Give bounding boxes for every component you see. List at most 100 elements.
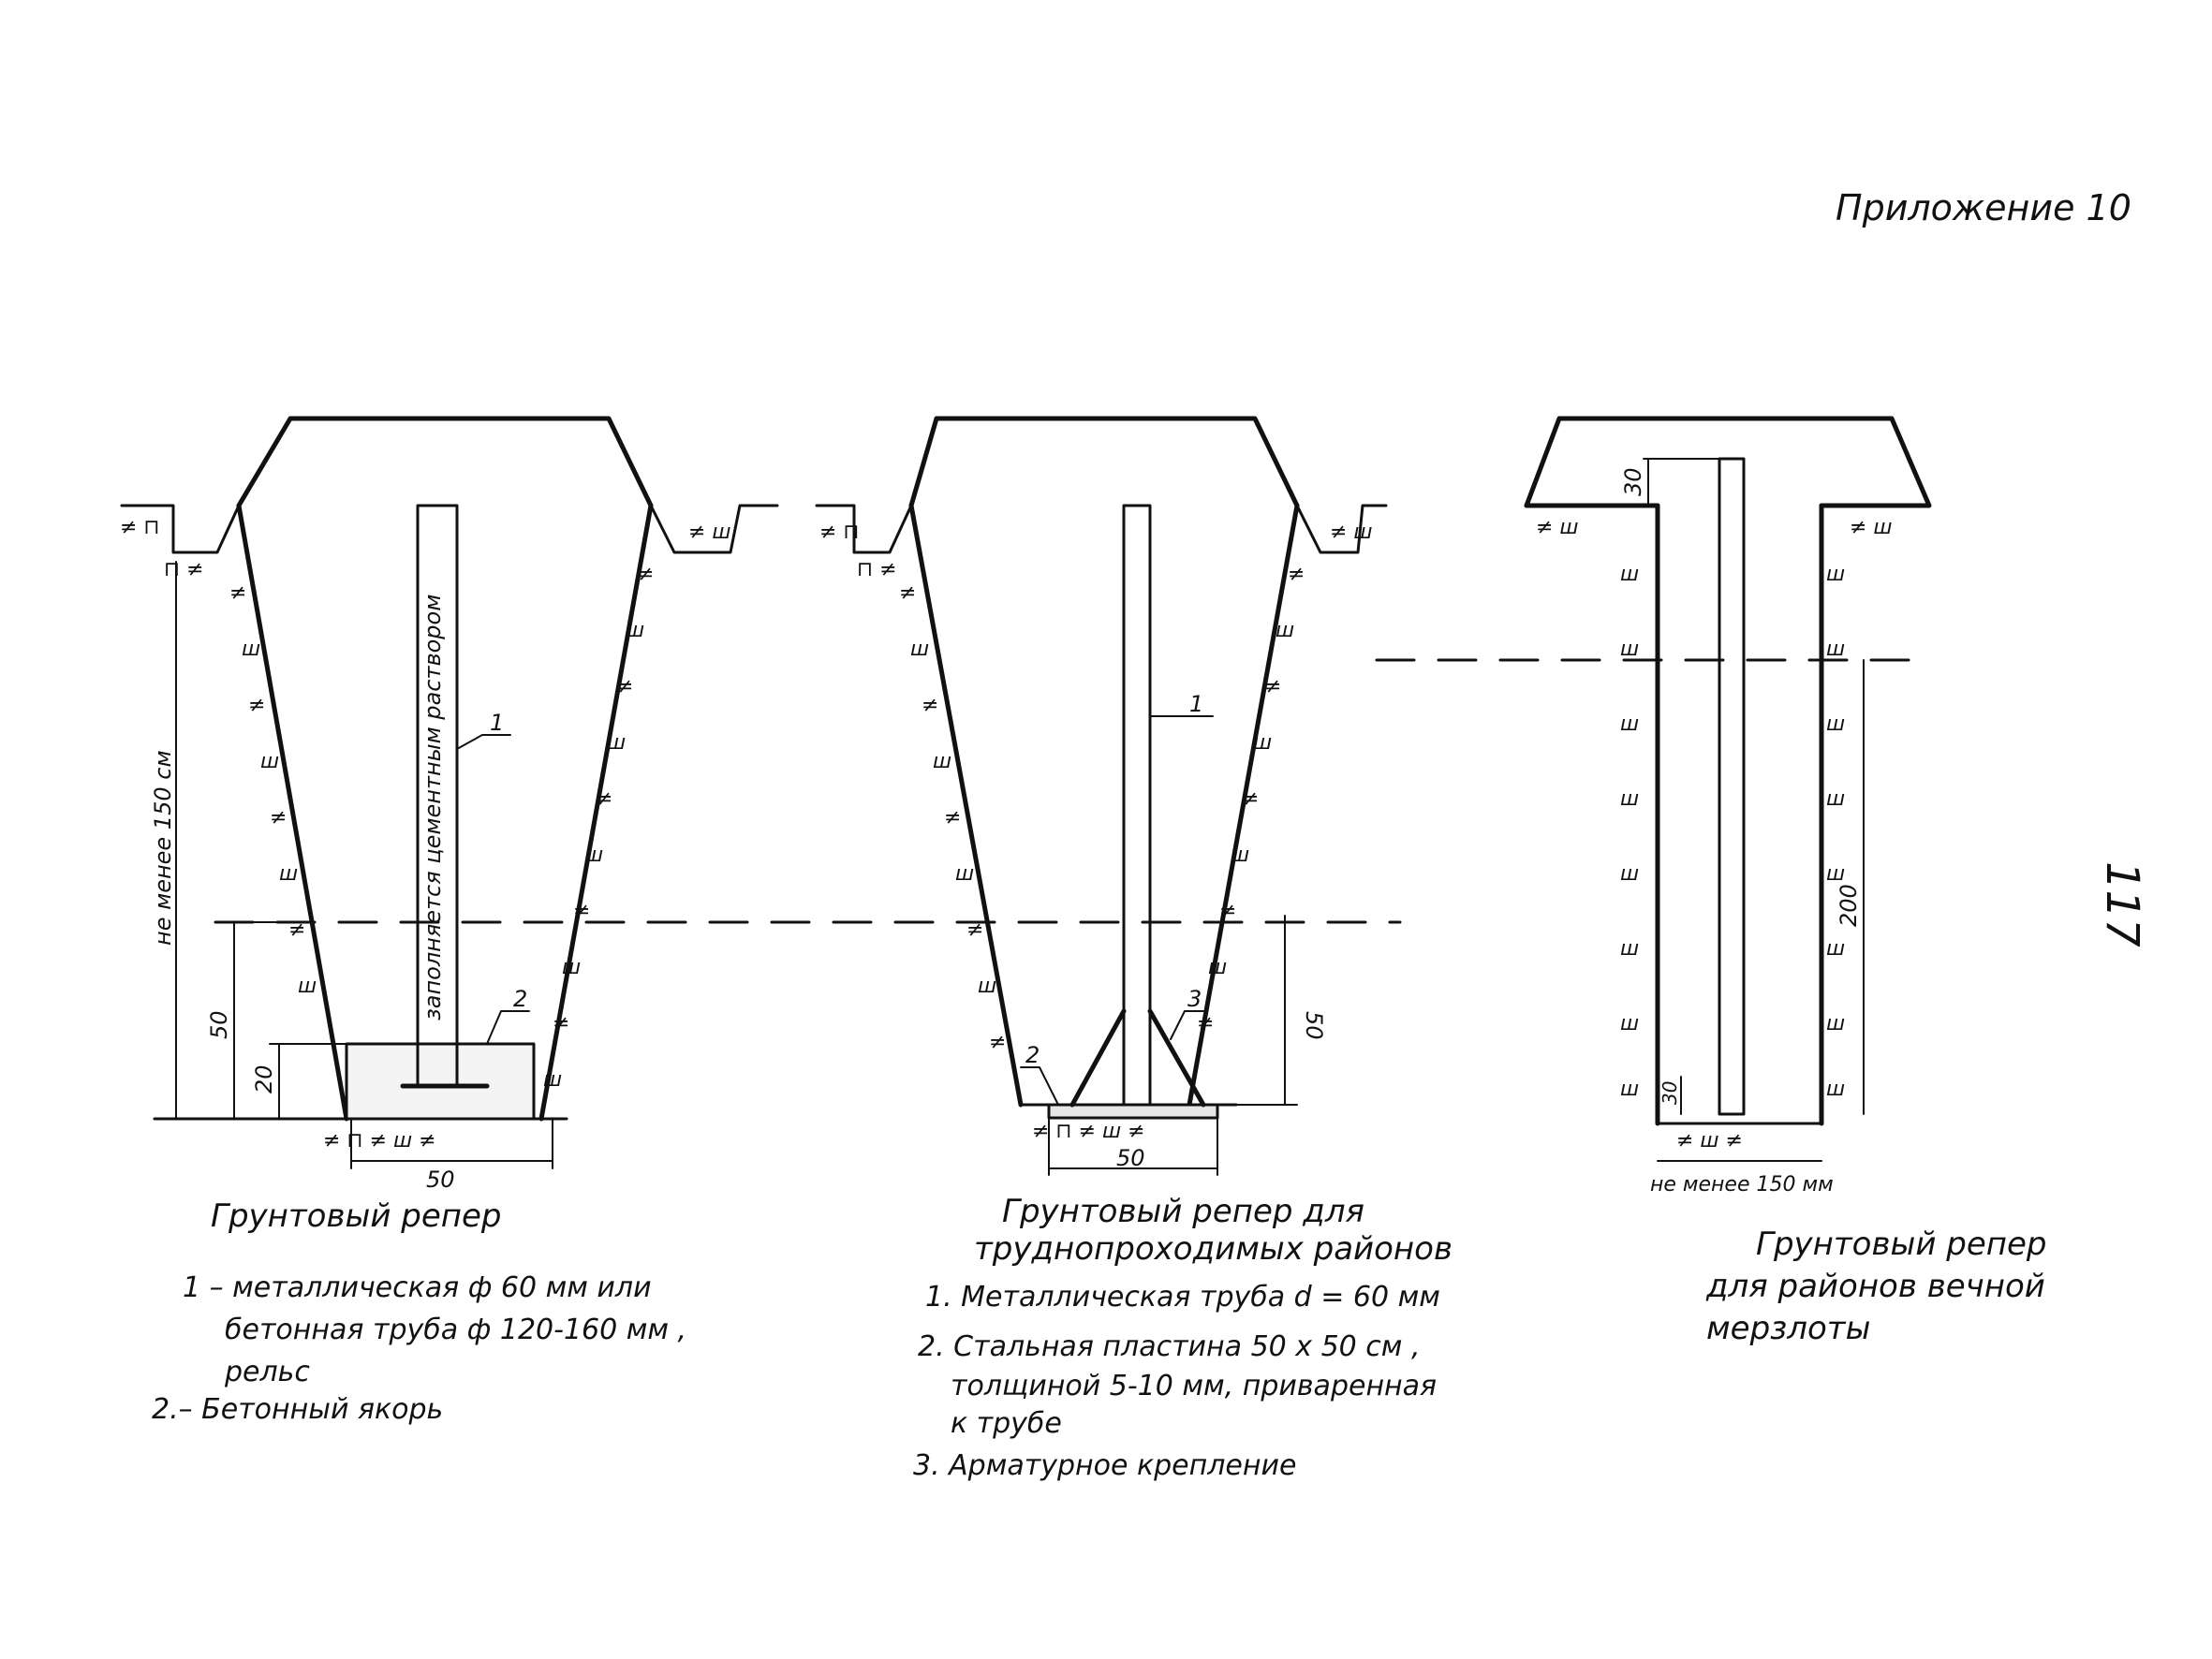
fig2-caption-line-1: Грунтовый репер для	[1002, 1193, 1364, 1230]
figure-2-difficult-terrain-benchmark: 1 2 3 50 50 ≠ ⊓⊓ ≠ ≠ш≠ ш≠ш ≠ш≠ ≠ ш≠ ш≠ш …	[815, 416, 1388, 1176]
fig3-pipe	[1718, 457, 1746, 1116]
svg-text:≠: ≠	[288, 918, 305, 942]
svg-text:ш: ш	[607, 731, 626, 755]
svg-text:≠: ≠	[616, 675, 633, 698]
fig1-dim-20: 20	[251, 1064, 277, 1094]
fig1-legend-line-4: 2.– Бетонный якорь	[152, 1393, 443, 1426]
svg-text:ш: ш	[933, 750, 951, 773]
svg-text:ш: ш	[626, 619, 644, 642]
page-number: 117	[2096, 861, 2148, 947]
fig1-ground-right	[649, 504, 779, 554]
svg-text:ш: ш	[1276, 619, 1294, 642]
fig2-label-3: 3	[1187, 986, 1202, 1012]
svg-text:ш: ш	[562, 956, 581, 979]
svg-text:ш: ш	[1620, 1012, 1639, 1035]
svg-text:ш: ш	[1620, 787, 1639, 811]
svg-text:≠ ш: ≠ ш	[1536, 516, 1579, 539]
fig1-label-1: 1	[490, 710, 504, 736]
fig2-ground-left	[815, 504, 913, 554]
fig3-caption-line-1: Грунтовый репер	[1756, 1226, 2047, 1263]
svg-text:≠: ≠	[1242, 787, 1259, 811]
fig3-dim-30: 30	[1659, 1081, 1681, 1105]
svg-text:ш: ш	[910, 638, 929, 661]
fig2-legend-line-1: 1. Металлическая труба d = 60 мм	[925, 1281, 1440, 1314]
svg-text:ш: ш	[1826, 1078, 1845, 1101]
fig1-legend-line-1: 1 – металлическая ф 60 мм или	[183, 1271, 652, 1304]
fig2-pipe	[1122, 504, 1152, 1107]
fig1-legend-line-2: бетонная труба ф 120-160 мм ,	[225, 1314, 686, 1346]
svg-text:≠: ≠	[922, 694, 938, 717]
fig1-dim-50: 50	[206, 1010, 232, 1039]
svg-text:≠ ш: ≠ ш	[688, 521, 731, 544]
svg-text:≠: ≠	[553, 1012, 569, 1035]
fig2-reinforcement	[1069, 1008, 1127, 1108]
svg-text:ш: ш	[1620, 563, 1639, 586]
fig1-mound-outline	[236, 416, 654, 508]
svg-text:≠: ≠	[989, 1031, 1006, 1054]
fig1-soil-hatch: ≠ ⊓⊓ ≠ ≠ш≠ ш≠ш ≠ш ≠ ш≠ ш≠ш ≠ш≠ ш≠ш ≠ ⊓ ≠…	[120, 516, 731, 1152]
fig1-pipe-text: заполняется цементным раствором	[420, 595, 446, 1020]
fig2-legend-line-2: 2. Стальная пластина 50 х 50 см ,	[918, 1330, 1420, 1363]
fig1-pit-wall-right	[538, 503, 654, 1122]
svg-text:ш: ш	[1620, 712, 1639, 736]
svg-text:ш: ш	[1231, 844, 1249, 867]
fig3-caption-line-2: для районов вечной	[1705, 1268, 2045, 1305]
svg-text:≠ ш: ≠ ш	[1850, 516, 1893, 539]
svg-text:≠: ≠	[248, 694, 265, 717]
figure-3-permafrost-benchmark: 30 200 30 не менее 150 мм ≠ ш ≠ ш ш ш ш ш ш ш…	[1524, 416, 1932, 1197]
svg-text:ш: ш	[279, 862, 298, 886]
svg-text:ш: ш	[1826, 1012, 1845, 1035]
figure-1-ground-benchmark: заполняется цементным раствором 1 2 50 н…	[120, 416, 779, 1193]
svg-text:≠: ≠	[1288, 563, 1305, 586]
svg-text:ш: ш	[1253, 731, 1272, 755]
svg-text:ш: ш	[1620, 638, 1639, 661]
fig2-leader-3	[1170, 1010, 1204, 1040]
fig2-legend-line-4: к трубе	[951, 1407, 1062, 1440]
svg-text:ш: ш	[1826, 563, 1845, 586]
fig3-caption-line-3: мерзлоты	[1706, 1310, 1870, 1347]
fig1-caption: Грунтовый репер	[211, 1197, 502, 1235]
svg-text:ш: ш	[1826, 937, 1845, 961]
fig2-leader-2	[1020, 1066, 1059, 1106]
appendix-title: Приложение 10	[1836, 187, 2131, 228]
svg-text:ш: ш	[1826, 862, 1845, 886]
svg-text:≠: ≠	[1219, 900, 1236, 923]
fig1-leader-1	[456, 734, 511, 750]
svg-text:≠ ш ≠: ≠ ш ≠	[1676, 1129, 1743, 1152]
svg-text:ш: ш	[1620, 1078, 1639, 1101]
svg-text:ш: ш	[543, 1068, 562, 1092]
fig3-soil-hatch: ≠ ш≠ ш шшш шшш шш шшш шшш шш ≠ ш ≠	[1536, 516, 1893, 1152]
svg-text:≠ ⊓ ≠ ш ≠: ≠ ⊓ ≠ ш ≠	[1032, 1120, 1145, 1143]
svg-text:≠: ≠	[637, 563, 654, 586]
svg-text:≠: ≠	[1264, 675, 1281, 698]
fig1-pipe	[416, 504, 459, 1088]
fig3-dim-bottom: не менее 150 мм	[1650, 1173, 1834, 1197]
fig2-dim-50: 50	[1301, 1011, 1327, 1040]
fig2-reinforcement-2	[1147, 1008, 1206, 1108]
svg-text:≠ ⊓ ≠ ш ≠: ≠ ⊓ ≠ ш ≠	[323, 1129, 436, 1152]
svg-text:≠: ≠	[899, 581, 916, 605]
svg-text:ш: ш	[298, 975, 317, 998]
fig1-leader-2	[486, 1010, 530, 1045]
fig1-pit-wall-left	[236, 503, 349, 1122]
svg-text:ш: ш	[978, 975, 996, 998]
fig2-label-2: 2	[1025, 1042, 1040, 1068]
fig1-ground-left	[120, 504, 241, 554]
fig2-mound-outline	[908, 416, 1300, 508]
svg-text:ш: ш	[242, 638, 260, 661]
svg-text:≠: ≠	[270, 806, 287, 830]
fig2-pit-wall-right	[1187, 503, 1300, 1108]
fig3-dim-200: 200	[1836, 884, 1862, 927]
fig2-ground-right	[1295, 504, 1388, 554]
fig1-legend-line-3: рельс	[224, 1356, 310, 1388]
fig2-pit-wall-left	[908, 503, 1024, 1108]
svg-text:⊓ ≠: ⊓ ≠	[164, 558, 204, 581]
svg-text:≠: ≠	[1197, 1012, 1214, 1035]
svg-text:≠: ≠	[573, 900, 590, 923]
svg-text:≠ ⊓: ≠ ⊓	[819, 521, 860, 544]
svg-text:ш: ш	[1208, 956, 1227, 979]
fig2-legend-line-5: 3. Арматурное крепление	[913, 1449, 1296, 1482]
fig3-dim-top: 30	[1620, 467, 1646, 496]
fig2-label-1: 1	[1189, 691, 1203, 717]
svg-text:≠ ш: ≠ ш	[1330, 521, 1373, 544]
